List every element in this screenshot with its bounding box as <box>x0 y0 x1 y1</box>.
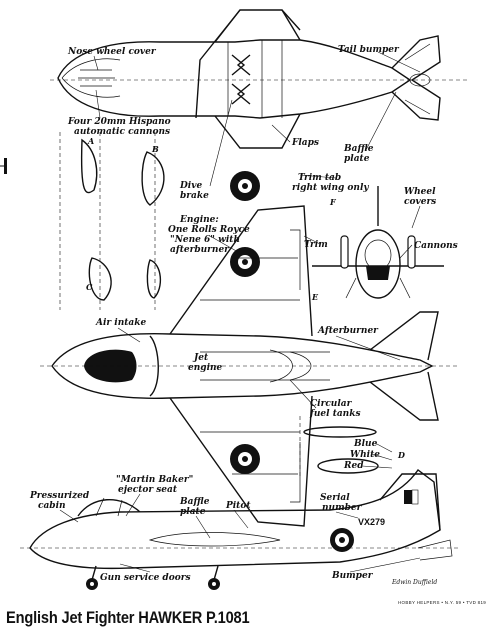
artist-signature: Edwin Duffield <box>391 579 437 586</box>
label-baffle-side-1: Baffle <box>179 497 210 507</box>
section-letter-a: A <box>87 136 94 146</box>
label-engine-2: One Rolls Royce <box>168 225 250 235</box>
label-air-intake: Air intake <box>95 318 146 328</box>
label-ejector-seat-2: ejector seat <box>118 485 178 495</box>
wheel-section-3 <box>230 444 260 474</box>
label-serial-1: Serial <box>320 493 350 503</box>
label-baffle-top-1: Baffle <box>343 144 374 154</box>
leader-lines <box>59 51 421 573</box>
label-dive-brake-1: Dive <box>179 181 202 191</box>
label-dive-brake-2: brake <box>180 191 209 201</box>
label-engine-4: afterburner <box>170 245 230 255</box>
front-view <box>312 186 444 299</box>
section-letter-c: C <box>86 282 93 292</box>
label-baffle-side-2: plate <box>180 507 206 517</box>
label-wheel-covers-2: covers <box>404 197 436 207</box>
label-jet-engine-2: engine <box>188 363 223 373</box>
plan-view <box>40 205 460 527</box>
label-pitot: Pitot <box>225 501 251 511</box>
label-trim-tab-2: right wing only <box>292 183 369 193</box>
label-cannons-line2: automatic cannons <box>74 127 170 137</box>
label-baffle-top-2: plate <box>344 154 370 164</box>
label-afterburner: Afterburner <box>317 326 379 336</box>
wheel-section-1 <box>230 171 260 201</box>
section-profiles <box>59 132 165 310</box>
section-letter-e: E <box>311 292 319 302</box>
label-ejector-seat-1: "Martin Baker" <box>116 475 193 485</box>
serial-marking: VX279 <box>358 517 385 527</box>
label-engine-3: "Nene 6" with <box>170 235 240 245</box>
label-cannons-line1: Four 20mm Hispano <box>67 117 171 127</box>
label-cannons-front: Cannons <box>414 241 458 251</box>
label-red: Red <box>343 461 364 471</box>
label-pressurized-1: Pressurized <box>29 491 90 501</box>
label-fuel-tanks-1: Circular <box>310 399 353 409</box>
section-letter-b: B <box>151 144 159 154</box>
annotation-labels: Nose wheel cover Four 20mm Hispano autom… <box>29 45 458 583</box>
label-wheel-covers-1: Wheel <box>404 187 436 197</box>
label-bumper: Bumper <box>331 571 374 581</box>
label-fuel-tanks-2: fuel tanks <box>309 409 361 419</box>
label-tail-bumper: Tail bumper <box>338 45 400 55</box>
label-serial-2: number <box>322 503 363 513</box>
label-nose-wheel-cover: Nose wheel cover <box>67 47 157 57</box>
label-trim-tab-1: Trim tab <box>298 173 341 183</box>
underside-view <box>50 9 470 149</box>
label-gun-service-doors: Gun service doors <box>100 573 191 583</box>
label-pressurized-2: cabin <box>38 501 66 511</box>
page-title: English Jet Fighter HAWKER P.1081 <box>6 608 250 627</box>
label-engine-1: Engine: <box>179 215 219 225</box>
section-ellipses <box>299 416 379 478</box>
label-blue: Blue <box>353 439 378 449</box>
credit-line: HOBBY HELPERS • N.Y. 59 • TVD 819 <box>398 600 486 605</box>
label-white: White <box>350 450 380 460</box>
section-letter-d: D <box>397 450 405 460</box>
label-flaps: Flaps <box>291 138 319 148</box>
wheel-section-2 <box>230 247 260 277</box>
section-letter-f: F <box>329 197 337 207</box>
page-edge-mark <box>0 158 7 174</box>
label-trim: Trim <box>304 240 328 250</box>
label-jet-engine-1: Jet <box>192 353 209 363</box>
side-view <box>20 469 460 590</box>
